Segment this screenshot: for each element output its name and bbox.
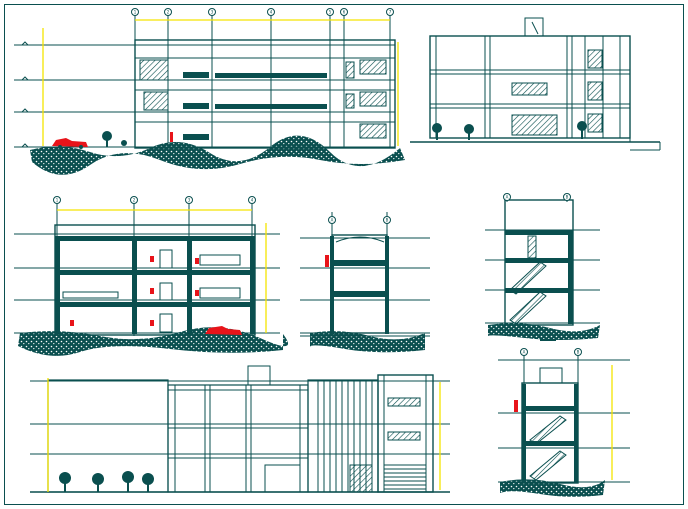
axis-label: 6 <box>343 10 346 15</box>
axis-label: 4 <box>251 198 254 203</box>
level-markers <box>14 41 40 148</box>
axis-label: A <box>523 350 526 355</box>
stair-hatch <box>509 235 547 325</box>
axis-label: 3 <box>188 198 191 203</box>
slab-bands <box>183 72 327 140</box>
axis-label: B <box>566 195 569 200</box>
grid-axis-bubbles <box>131 8 394 16</box>
stair-section <box>498 348 630 497</box>
sheet-border <box>4 4 684 505</box>
axis-label: 1 <box>134 10 137 15</box>
person-icon <box>325 255 329 267</box>
tree-icon <box>59 471 154 492</box>
axis-label: 7 <box>389 10 392 15</box>
ground-hatch <box>30 135 405 175</box>
axis-label: 3 <box>211 10 214 15</box>
building-outline <box>134 39 396 149</box>
axis-label: B <box>577 350 580 355</box>
tree-icon <box>432 121 587 140</box>
axis-label: 2 <box>133 198 136 203</box>
cross-section-b <box>485 193 600 341</box>
person-icon <box>170 132 173 142</box>
grid-axes <box>134 14 391 148</box>
stair-hatch <box>529 415 567 481</box>
dimension-lines <box>42 19 399 146</box>
rear-elevation <box>30 365 450 493</box>
furniture <box>62 254 241 299</box>
car-icon <box>52 138 88 149</box>
side-elevation-right <box>410 17 661 151</box>
axis-label: A <box>506 195 509 200</box>
hatched-panels <box>139 59 387 139</box>
floor-lines <box>20 44 395 148</box>
axis-label: 1 <box>56 198 59 203</box>
axis-label: B <box>386 218 389 223</box>
axis-label: 5 <box>329 10 332 15</box>
front-elevation: 1 2 3 4 5 6 7 <box>14 8 405 175</box>
axis-label: 4 <box>270 10 273 15</box>
cross-section-a <box>300 212 430 353</box>
longitudinal-section <box>14 196 289 356</box>
garage-door <box>383 464 427 493</box>
axis-label: 2 <box>167 10 170 15</box>
person-icon <box>514 400 518 412</box>
car-icon <box>205 326 242 335</box>
tree-icon <box>102 131 127 147</box>
axis-label: A <box>331 218 334 223</box>
